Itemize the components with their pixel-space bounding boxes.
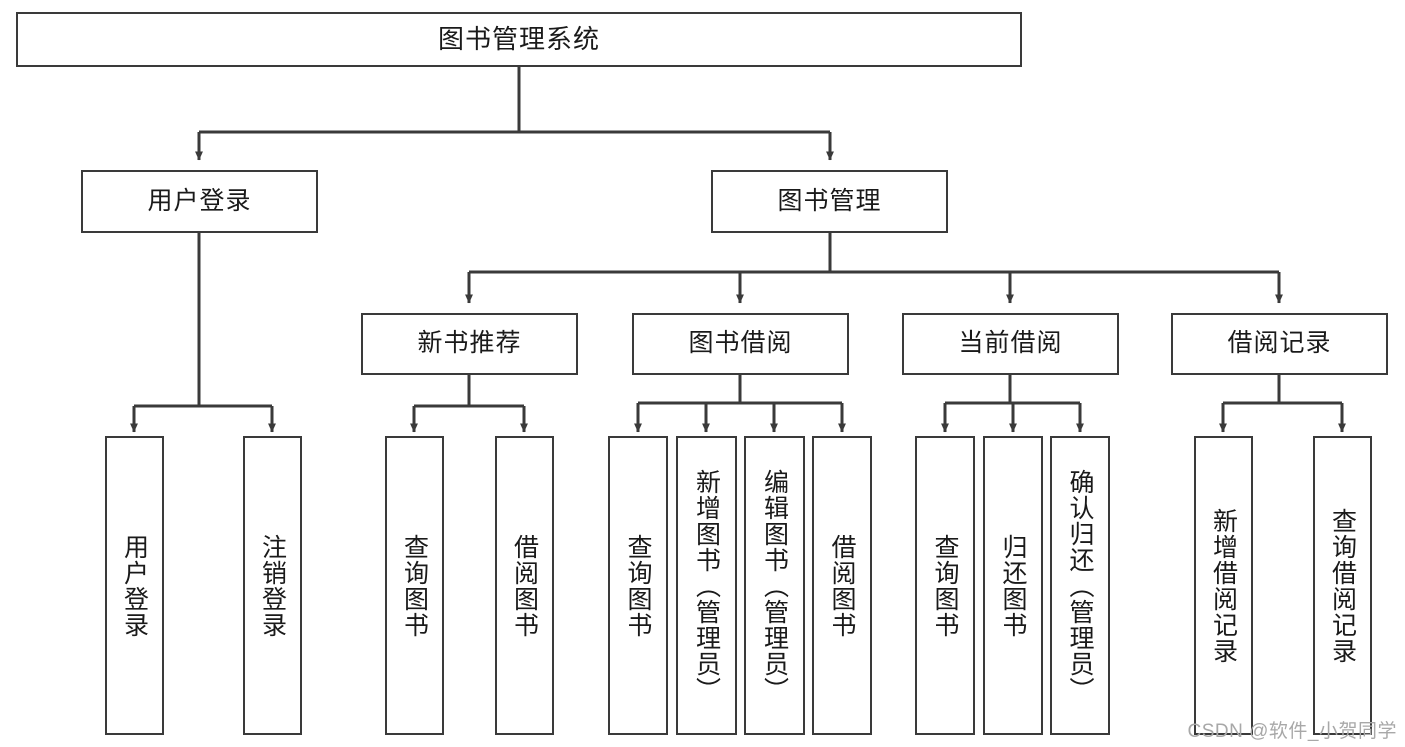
node-label: 图书管理系统	[437, 24, 600, 55]
node-label: 查询图书	[624, 533, 652, 638]
node-label: 归还图书	[999, 533, 1027, 638]
node-label: 新书推荐	[417, 329, 522, 358]
node-label: 用户登录	[147, 186, 252, 215]
leaf-record-query-record[interactable]: 查询借阅记录	[1313, 436, 1372, 735]
node-label: 借阅图书	[510, 533, 539, 638]
node-label: 查询图书	[931, 533, 959, 638]
node-label: 当前借阅	[958, 329, 1063, 358]
node-label: 确认归还（管理员）	[1066, 468, 1094, 703]
node-label: 编辑图书（管理员）	[760, 468, 789, 703]
node-label: 借阅图书	[828, 533, 856, 638]
leaf-borrow-add-book-admin[interactable]: 新增图书（管理员）	[676, 436, 737, 735]
leaf-borrow-edit-book-admin[interactable]: 编辑图书（管理员）	[744, 436, 805, 735]
csdn-watermark: CSDN @软件_小贺同学	[1187, 721, 1397, 742]
node-label: 用户登录	[120, 533, 149, 638]
leaf-current-confirm-return-admin[interactable]: 确认归还（管理员）	[1050, 436, 1110, 735]
node-label: 新增图书（管理员）	[692, 468, 721, 703]
node-label: 注销登录	[258, 533, 287, 638]
leaf-user-logout[interactable]: 注销登录	[243, 436, 302, 735]
leaf-record-add-record[interactable]: 新增借阅记录	[1194, 436, 1253, 735]
leaf-current-return-book[interactable]: 归还图书	[983, 436, 1043, 735]
leaf-borrow-borrow-book[interactable]: 借阅图书	[812, 436, 872, 735]
node-user-login[interactable]: 用户登录	[81, 170, 318, 233]
leaf-current-query-book[interactable]: 查询图书	[915, 436, 975, 735]
leaf-user-login[interactable]: 用户登录	[105, 436, 164, 735]
node-book-borrow[interactable]: 图书借阅	[632, 313, 849, 375]
node-label: 新增借阅记录	[1209, 507, 1238, 664]
node-current-borrow[interactable]: 当前借阅	[902, 313, 1119, 375]
leaf-borrow-query-book[interactable]: 查询图书	[608, 436, 668, 735]
node-label: 图书借阅	[688, 329, 793, 358]
node-borrow-record[interactable]: 借阅记录	[1171, 313, 1388, 375]
node-book-management[interactable]: 图书管理	[711, 170, 948, 233]
node-root-system[interactable]: 图书管理系统	[16, 12, 1022, 67]
node-new-book-recommend[interactable]: 新书推荐	[361, 313, 578, 375]
leaf-newbook-borrow-book[interactable]: 借阅图书	[495, 436, 554, 735]
node-label: 查询图书	[400, 533, 429, 638]
node-label: 查询借阅记录	[1328, 507, 1357, 664]
leaf-newbook-query-book[interactable]: 查询图书	[385, 436, 444, 735]
node-label: 图书管理	[777, 186, 882, 215]
node-label: 借阅记录	[1227, 329, 1332, 358]
